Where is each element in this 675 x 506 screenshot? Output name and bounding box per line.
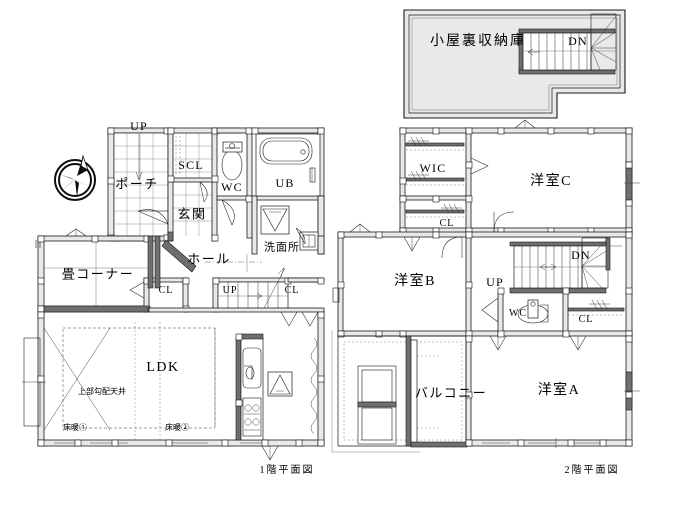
north-arrow-icon xyxy=(54,154,96,201)
floor2-upper-block xyxy=(399,119,640,236)
wc2-label: WC xyxy=(508,308,528,319)
porch-label: ポーチ xyxy=(115,176,159,192)
unit-bath-label: UB xyxy=(275,176,295,190)
wc-closet-label: CL xyxy=(578,314,594,325)
balcony-label: バルコニー xyxy=(414,385,488,401)
wic-closet-label: CL xyxy=(439,218,455,229)
attic-storage-label: 小屋裏収納庫 xyxy=(430,34,526,49)
floor-heating-1-label: 床暖① xyxy=(63,423,87,432)
floor1-caption: 1階平面図 xyxy=(259,465,315,476)
ldk-label: LDK xyxy=(146,360,180,375)
floor2-middle-block xyxy=(332,223,633,338)
closet-right-area xyxy=(280,277,325,327)
entrance-area xyxy=(167,127,241,242)
floor2-lower-block xyxy=(337,335,640,448)
floor-heating-2-label: 床暖② xyxy=(165,423,189,432)
room-c-label: 洋室C xyxy=(530,174,572,189)
hall-area xyxy=(147,235,262,289)
attic-stair-dn-label: DN xyxy=(568,34,588,48)
wic-label: WIC xyxy=(419,161,447,175)
attic-storage-plan xyxy=(403,9,626,119)
room-a-label: 洋室A xyxy=(537,383,581,398)
tatami-corner-label: 畳コーナー xyxy=(61,266,135,282)
sloped-ceiling-label: 上部勾配天井 xyxy=(78,387,126,396)
closet-right-label: CL xyxy=(284,285,300,296)
floor1-plan xyxy=(22,127,325,461)
hall-stair-up-label: UP xyxy=(222,285,238,296)
hall-label: ホール xyxy=(187,251,231,267)
closet-left-label: CL xyxy=(158,285,174,296)
ldk-area xyxy=(22,305,325,461)
genkan-label: 玄関 xyxy=(177,206,207,222)
unit-bath-area xyxy=(251,127,325,239)
wc1-label: WC xyxy=(221,180,243,194)
washroom-label: 洗面所 xyxy=(264,241,300,254)
porch-stair-up-label: UP xyxy=(130,119,148,133)
wc1-area xyxy=(216,127,253,239)
stair-dn-label: DN xyxy=(571,248,591,262)
stair-up-label: UP xyxy=(486,275,504,289)
floor2-plan xyxy=(331,119,640,453)
floor2-caption: 2階平面図 xyxy=(564,465,620,476)
scl-label: SCL xyxy=(178,158,204,172)
room-b-label: 洋室B xyxy=(394,274,436,289)
washroom-area xyxy=(251,195,325,255)
